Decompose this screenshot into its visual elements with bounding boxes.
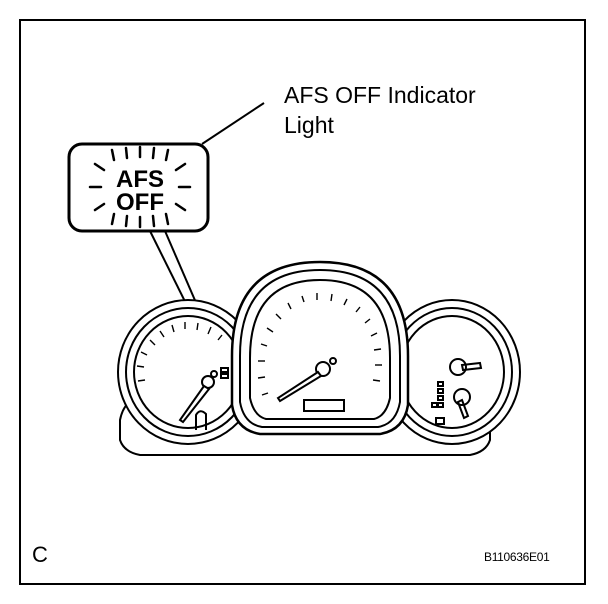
afs-off-indicator-magnified: AFS OFF xyxy=(67,142,210,233)
center-speedometer xyxy=(230,260,410,436)
callout-label: AFS OFF Indicator Light xyxy=(284,80,476,140)
indicator-text-afs: AFS xyxy=(116,166,164,193)
callout-line-1: AFS OFF Indicator xyxy=(284,82,476,108)
indicator-text-off: OFF xyxy=(116,189,164,216)
callout-leader-line xyxy=(201,102,265,145)
right-gauge xyxy=(383,299,521,445)
corner-letter: C xyxy=(32,542,48,567)
figure-code: B110636E01 xyxy=(484,550,550,564)
light-rays-icon xyxy=(88,145,192,229)
instrument-cluster xyxy=(117,260,521,456)
callout-line-2: Light xyxy=(284,112,334,138)
left-gauge xyxy=(117,299,259,445)
